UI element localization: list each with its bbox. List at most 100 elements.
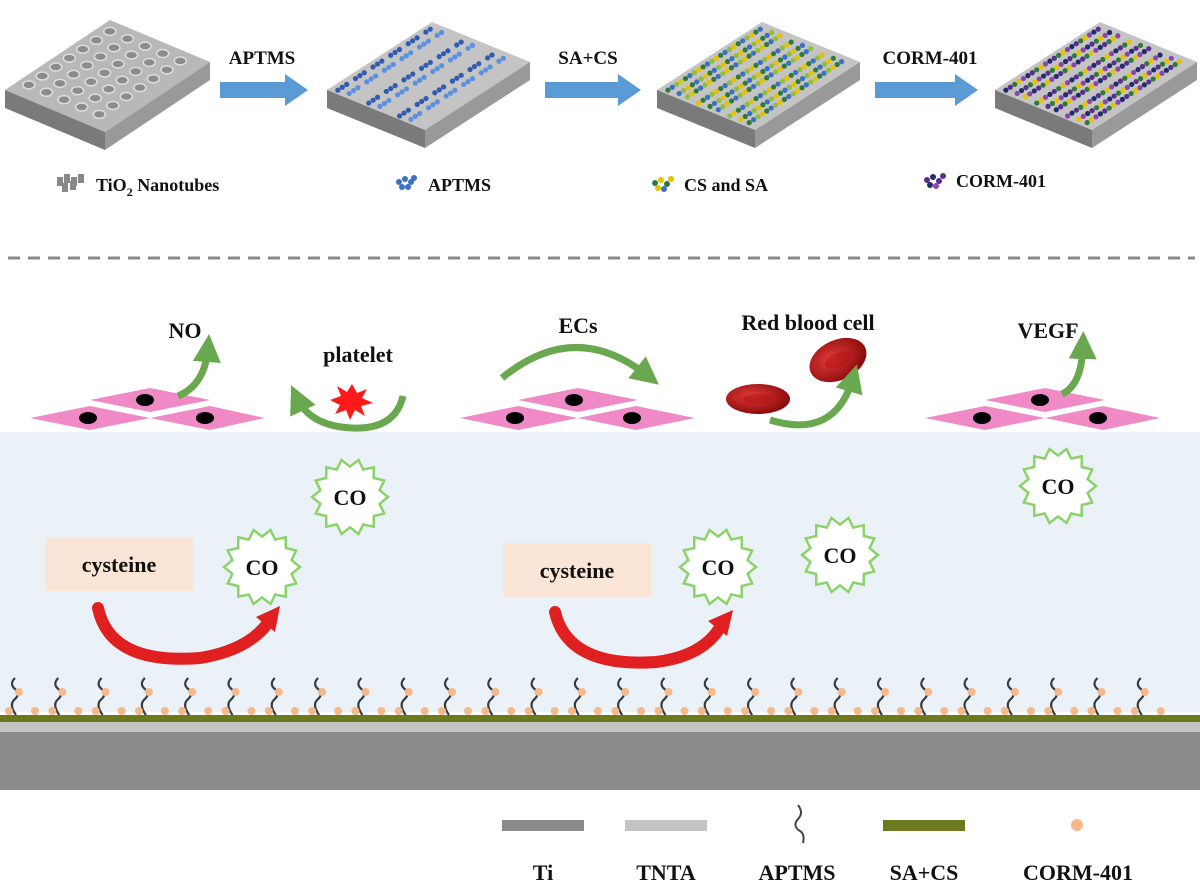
corm-dot [983,707,992,715]
surface-dot [485,55,491,61]
surface-dot [1007,84,1013,90]
nanotube [92,109,107,120]
surface-dot [1054,97,1060,104]
surface-dot [706,79,713,85]
surface-dot [742,80,748,86]
surface-dot [1053,107,1059,113]
surface-dot [414,35,420,41]
surface-dot [405,41,411,47]
surface-dot [1102,66,1108,72]
surface-dot [401,110,407,116]
surface-dot [1129,81,1135,88]
surface-dot [742,89,748,95]
surface-dot [751,41,757,47]
surface-dot [773,60,779,66]
surface-dot [1058,61,1064,68]
sa-cs-layer [0,715,1200,722]
surface-dot [1124,60,1130,66]
nanotube [160,65,174,75]
surface-dot [1155,64,1161,70]
corm-dot [767,707,776,715]
surface-dot [779,45,785,51]
surface-dot [439,63,445,69]
surface-dot [1086,32,1093,38]
surface-dot [740,104,746,110]
surface-dot [1075,59,1081,65]
surface-dot [1049,67,1055,73]
surface-dot [755,47,761,53]
surface-dot [1093,105,1100,111]
surface-dot [1141,49,1147,55]
nanotube [155,48,170,59]
surface-dot [1104,54,1110,60]
surface-dot [1076,50,1082,56]
surface-dot [1157,52,1163,58]
surface-dot [1102,32,1108,38]
surface-dot [430,68,436,75]
surface-dot [830,64,836,71]
nanotube [107,42,121,53]
surface-dot [1098,68,1104,75]
surface-dot [1089,107,1095,114]
surface-dot [808,79,814,85]
surface-dot [747,110,753,117]
surface-dot [777,33,783,39]
corm-dot [394,707,403,715]
surface-dot [1073,107,1080,113]
surface-dot [1117,45,1123,51]
surface-dot [1100,56,1106,63]
corm-dot [144,688,153,696]
surface-dot [434,66,440,72]
surface-dot [1106,105,1112,111]
surface-dot [1093,114,1099,120]
nanotube [22,80,36,90]
surface-dot [788,39,794,45]
surface-dot [742,47,748,53]
surface-dot [1097,78,1103,84]
legend-swatch-aptms [794,804,805,844]
surface-dot [1029,70,1035,76]
process-panel: APTMS SA+CS CORM-401 TiO2 Nanotubes [5,20,1197,199]
surface-dot [751,107,757,114]
surface-dot [700,64,706,70]
surface-dot [374,61,381,67]
surface-dot [750,83,757,90]
surface-dot [1082,35,1088,41]
surface-dot [1027,82,1033,88]
legend-label-tnta: TNTA [636,860,696,882]
surface-dot [1086,65,1093,71]
substrate-aptms [327,22,530,148]
surface-dot [748,65,755,71]
surface-dot [1133,78,1139,85]
no-release-arrow [176,334,221,400]
step-legend-tio2-sub: 2 [127,185,133,199]
surface-dot [755,114,761,120]
surface-dot [722,49,728,56]
surface-dot [368,76,374,82]
corm-dot [827,707,836,715]
surface-dot [768,105,774,111]
endothelial-cells-center: ECs [460,313,695,430]
surface-dot [1093,47,1099,53]
legend: Ti TNTA APTMS SA+CS CORM-401 [502,804,1133,882]
surface-dot [1159,61,1166,67]
surface-dot [1085,110,1091,117]
corm-dot [881,688,889,696]
surface-dot [405,107,412,113]
surface-dot [381,100,388,107]
surface-dot [1031,88,1037,94]
surface-dot [700,97,706,103]
surface-dot [423,95,429,102]
surface-dot [759,111,766,117]
co-star-icon [222,528,302,606]
surface-dot [826,58,832,64]
surface-dot [729,56,735,62]
step-legend-corm-label: CORM-401 [956,171,1046,191]
nanotube [142,57,156,68]
corm-dot [697,707,706,715]
surface-dot [361,70,367,76]
surface-dot [1155,73,1161,79]
surface-dot [1088,83,1095,90]
surface-dot [810,58,816,64]
surface-dot [731,110,737,116]
